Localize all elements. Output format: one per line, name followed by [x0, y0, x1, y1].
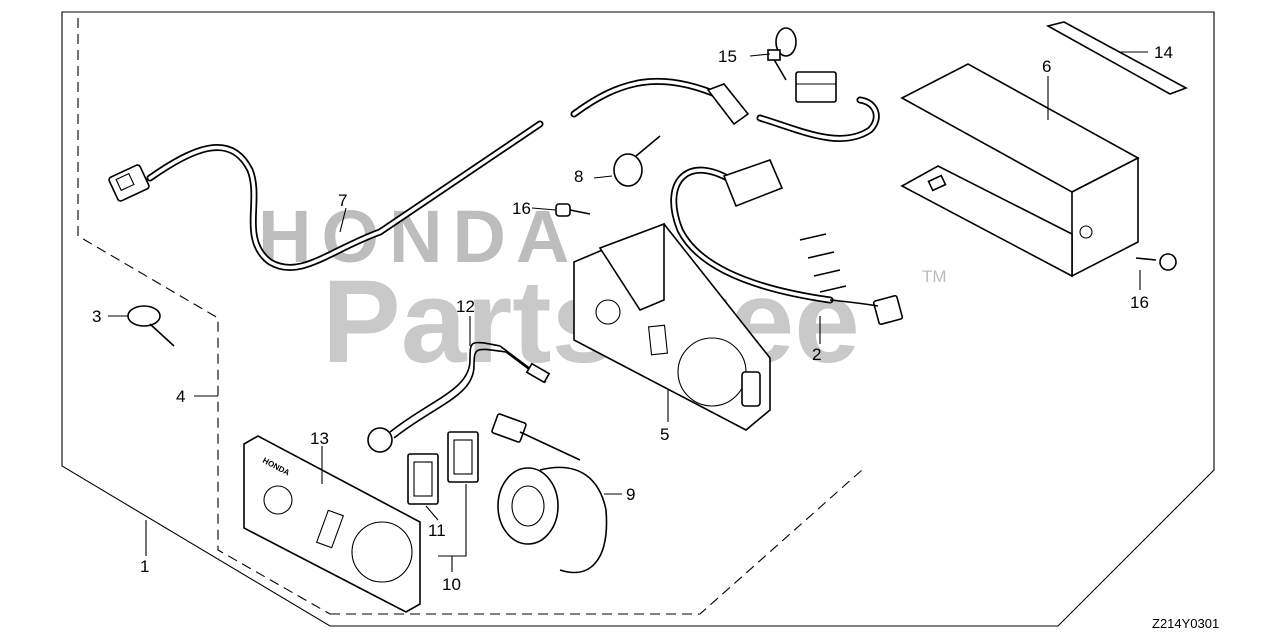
part-2-harness	[670, 158, 904, 326]
callout-2: 2	[812, 345, 821, 364]
callout-12: 12	[456, 297, 475, 316]
leader-lines	[108, 51, 1148, 572]
subassembly-boundary-lower	[330, 469, 863, 615]
part-6-cover	[900, 63, 1140, 278]
callout-16-lower: 16	[1130, 293, 1149, 312]
part-5-bracket	[573, 222, 771, 431]
callout-7: 7	[338, 191, 347, 210]
part-15-tie	[767, 27, 797, 81]
callout-14: 14	[1154, 43, 1173, 62]
part-9-buzzer	[491, 413, 608, 574]
callout-8: 8	[574, 167, 583, 186]
callout-9: 9	[626, 485, 635, 504]
callouts: 1 2 3 4 5 6 7 8 9 10 11 12 13 14 15 16 1…	[92, 43, 1173, 594]
callout-3: 3	[92, 307, 101, 326]
part-8-tie	[613, 135, 661, 187]
callout-5: 5	[660, 425, 669, 444]
part-16-screw-upper	[555, 203, 591, 217]
part-13-plate: HONDA	[243, 435, 421, 613]
main-harness	[108, 71, 880, 271]
watermark-trademark: TM	[922, 267, 947, 286]
part-16-screw-lower	[1135, 253, 1177, 271]
outer-frame	[61, 11, 1215, 627]
diagram-code: Z214Y0301	[1152, 616, 1219, 631]
part-3-tie	[127, 305, 175, 347]
callout-15: 15	[718, 47, 737, 66]
callout-6: 6	[1042, 57, 1051, 76]
part-12-lead	[367, 341, 551, 453]
part-14-label	[1045, 21, 1188, 95]
callout-13: 13	[310, 429, 329, 448]
callout-11: 11	[428, 521, 446, 540]
callout-4: 4	[176, 387, 185, 406]
subassembly-boundary	[77, 18, 331, 615]
callout-16-upper: 16	[512, 199, 531, 218]
callout-10: 10	[442, 575, 461, 594]
part-11-switch	[407, 453, 439, 505]
callout-1: 1	[140, 557, 149, 576]
part-10-switch	[447, 431, 479, 483]
